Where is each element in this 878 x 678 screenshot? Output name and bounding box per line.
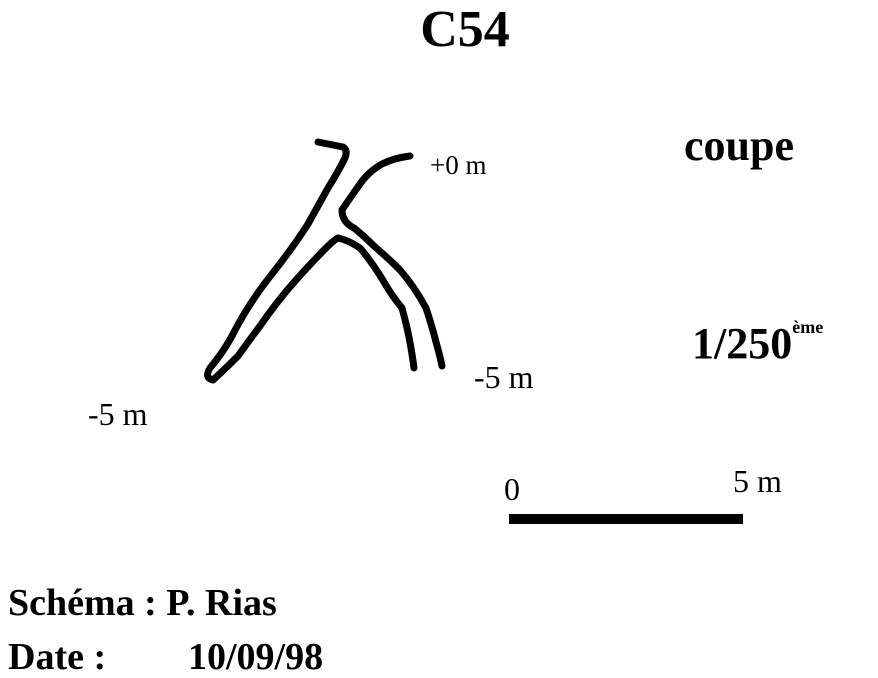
view-type-label: coupe — [684, 121, 794, 170]
scale-ratio-label: 1/250ème — [692, 318, 823, 368]
outer-right-wall — [422, 304, 446, 370]
scale-ratio-suffix: ème — [792, 317, 824, 337]
right-branch-depth-label: -5 m — [474, 359, 534, 395]
cave-id-title: C54 — [420, 1, 510, 58]
entrance-depth-label: +0 m — [430, 150, 487, 180]
scale-bar-end-label: 5 m — [733, 463, 782, 499]
author-credit: Schéma : P. Rias — [8, 582, 277, 624]
scale-ratio-value: 1/250 — [692, 319, 793, 368]
ceiling-arch — [334, 234, 406, 312]
inner-left-wall — [209, 234, 342, 384]
scale-bar — [509, 514, 743, 524]
date-value: 10/09/98 — [188, 636, 324, 678]
date-label: Date : — [8, 636, 107, 678]
left-branch-depth-label: -5 m — [88, 396, 148, 432]
inner-right-wall — [398, 304, 418, 372]
outer-left-wall — [204, 138, 350, 384]
junction-wall — [338, 152, 430, 312]
scale-bar-start-label: 0 — [504, 471, 520, 507]
